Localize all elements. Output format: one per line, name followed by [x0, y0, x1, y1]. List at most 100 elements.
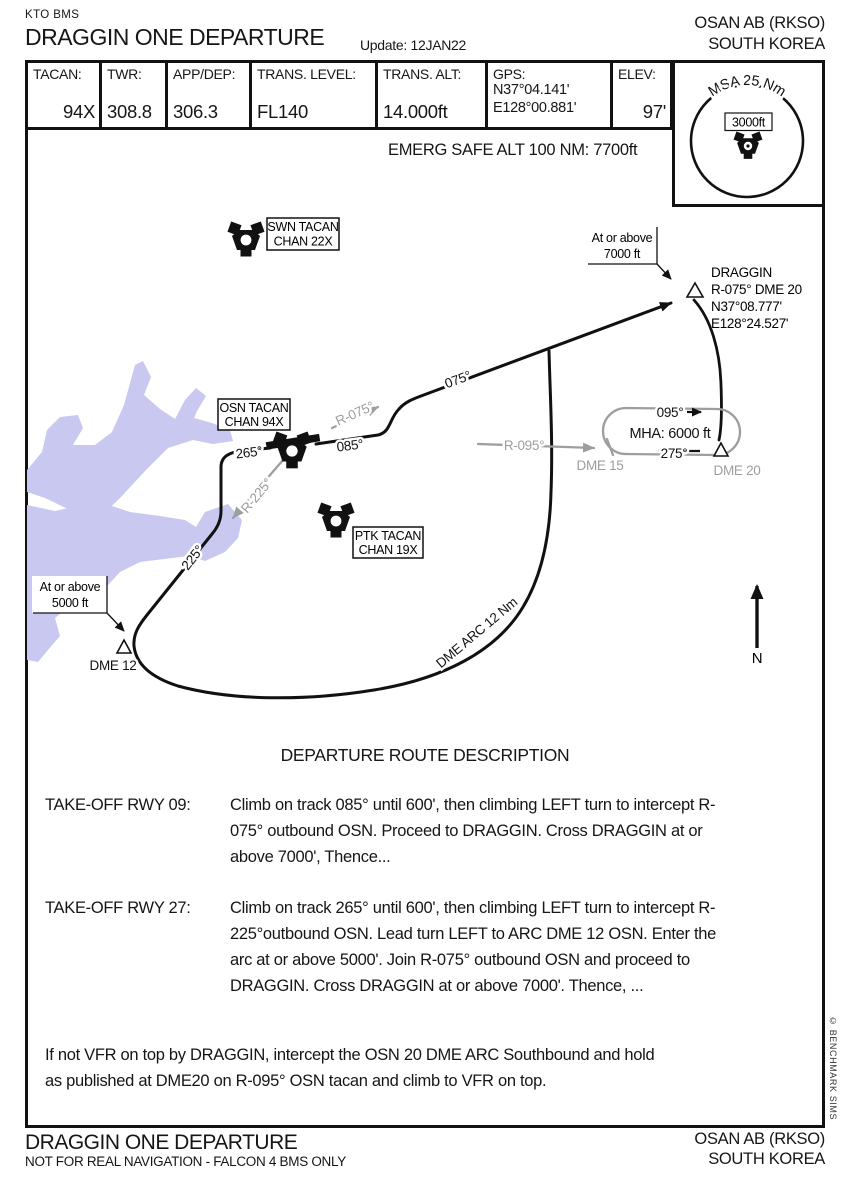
draggin-radial: R-075° DME 20: [711, 282, 802, 297]
callout-5000-l1: At or above: [40, 580, 101, 594]
gps-label: GPS:: [493, 66, 526, 82]
hold-095-label: 095°: [657, 405, 684, 420]
radial-r075-line: [330, 405, 380, 430]
dme15-label: DME 15: [577, 458, 624, 473]
airport-country: SOUTH KOREA: [708, 35, 825, 53]
radial-r075-label: R-075°: [333, 398, 376, 428]
callout-7000-arrow: [656, 263, 672, 280]
airport-name: OSAN AB (RKSO): [694, 14, 825, 32]
dme20-fix-triangle: [712, 441, 730, 457]
gps-lon: E128°00.881': [493, 99, 577, 116]
elev-label: ELEV:: [618, 66, 656, 82]
lake-lower: [27, 502, 242, 662]
msa-circle: [689, 83, 805, 199]
footer-airport-country: SOUTH KOREA: [708, 1150, 825, 1168]
trans-level-value: FL140: [257, 101, 308, 122]
mha-label: MHA: 6000 ft: [629, 426, 710, 442]
vfr-note: If not VFR on top by DRAGGIN, intercept …: [45, 1046, 655, 1090]
dme12-label: DME 12: [90, 658, 137, 673]
airport-header: OSAN AB (RKSO) SOUTH KOREA: [694, 13, 825, 55]
track-265-label: 265°: [235, 443, 263, 461]
track-075-label: 075°: [443, 368, 473, 391]
footer-airport-name: OSAN AB (RKSO): [694, 1130, 825, 1148]
tacan-cell: TACAN: 94X: [28, 63, 102, 127]
trans-level-label: TRANS. LEVEL:: [257, 66, 356, 82]
north-label: N: [752, 650, 763, 667]
radial-r225-line: [231, 458, 285, 520]
draggin-name: DRAGGIN: [711, 265, 772, 280]
swn-box: [266, 217, 340, 251]
callout-7000-box: [586, 227, 657, 264]
elev-value: 97': [642, 101, 667, 122]
twr-value: 308.8: [107, 101, 152, 122]
lake-upper: [27, 361, 233, 522]
frequency-table: TACAN: 94X TWR: 308.8 APP/DEP: 306.3 TRA…: [25, 60, 673, 130]
callout-7000-l1: At or above: [592, 231, 653, 245]
description-title: DEPARTURE ROUTE DESCRIPTION: [280, 745, 570, 765]
osn-chan: CHAN 94X: [225, 415, 285, 429]
radial-r095-line: [476, 442, 596, 453]
trans-alt-cell: TRANS. ALT: 14.000ft: [378, 63, 488, 127]
msa-box: MSA 25 Nm 3000ft: [672, 60, 825, 207]
swn-name: SWN TACAN: [267, 220, 338, 234]
dme-arc-label: DME ARC 12 Nm: [433, 594, 520, 671]
ptk-tacan-icon: [317, 502, 355, 538]
callout-5000-l2: 5000 ft: [52, 596, 89, 610]
ptk-chan: CHAN 19X: [359, 543, 419, 557]
footer-title: DRAGGIN ONE DEPARTURE: [25, 1131, 298, 1154]
msa-diagram: MSA 25 Nm 3000ft: [689, 70, 805, 199]
osn-tacan-icon: [272, 431, 312, 469]
ptk-name: PTK TACAN: [355, 529, 422, 543]
radial-r225-label: R-225°: [238, 475, 275, 516]
dme15-tick: [605, 437, 615, 457]
msa-alt-box: [724, 112, 773, 132]
draggin-fix-triangle: [685, 281, 705, 298]
procedure-chart: At or above 7000 ft At or above 5000 ft …: [27, 217, 802, 700]
rwy09-label: TAKE-OFF RWY 09:: [45, 796, 191, 814]
tacan-value: 94X: [62, 101, 95, 122]
dme20-label: DME 20: [714, 463, 761, 478]
trans-alt-value: 14.000ft: [383, 101, 448, 122]
rwy09-text: Climb on track 085° until 600', then cli…: [230, 796, 716, 866]
appdep-cell: APP/DEP: 306.3: [168, 63, 252, 127]
twr-label: TWR:: [107, 66, 142, 82]
page-title: DRAGGIN ONE DEPARTURE: [25, 24, 325, 50]
route-east: [314, 301, 673, 446]
footer-disclaimer: NOT FOR REAL NAVIGATION - FALCON 4 BMS O…: [25, 1154, 346, 1169]
radial-r095-label: R-095°: [504, 438, 544, 453]
tacan-label: TACAN:: [33, 66, 82, 82]
route-west-arc: [132, 349, 554, 700]
trans-level-cell: TRANS. LEVEL: FL140: [252, 63, 378, 127]
footer-airport: OSAN AB (RKSO) SOUTH KOREA: [694, 1129, 825, 1169]
rwy09-description: TAKE-OFF RWY 09: Climb on track 085° unt…: [45, 792, 735, 870]
osn-name: OSN TACAN: [219, 401, 288, 415]
hold-275-label: 275°: [661, 446, 688, 461]
msa-altitude: 3000ft: [732, 116, 766, 130]
draggin-label: DRAGGIN R-075° DME 20 N37°08.777' E128°2…: [711, 265, 802, 331]
callout-5000-box: [32, 576, 107, 613]
gps-lat: N37°04.141': [493, 82, 570, 98]
dme12-fix-triangle: [115, 638, 133, 654]
twr-cell: TWR: 308.8: [102, 63, 168, 127]
brand-label: KTO BMS: [25, 9, 80, 21]
trans-alt-label: TRANS. ALT:: [383, 66, 462, 82]
callout-7000-l2: 7000 ft: [604, 247, 641, 261]
swn-chan: CHAN 22X: [274, 235, 334, 249]
route-draggin-hold: [692, 298, 723, 442]
swn-tacan-icon: [227, 221, 265, 257]
appdep-label: APP/DEP:: [173, 66, 236, 82]
copyright-vertical: © BENCHMARK SIMS: [828, 1016, 838, 1121]
update-date: Update: 12JAN22: [360, 37, 467, 53]
elev-cell: ELEV: 97': [613, 63, 670, 127]
appdep-value: 306.3: [173, 101, 218, 122]
osn-box: [217, 398, 291, 431]
draggin-lon: E128°24.527': [711, 316, 788, 331]
gps-cell: GPS: N37°04.141' E128°00.881': [488, 63, 613, 127]
rwy27-label: TAKE-OFF RWY 27:: [45, 899, 191, 917]
msa-ring-label: MSA 25 Nm: [706, 73, 789, 100]
draggin-lat: N37°08.777': [711, 299, 782, 314]
track-085-label: 085°: [336, 436, 364, 454]
rwy27-description: TAKE-OFF RWY 27: Climb on track 265° unt…: [45, 895, 735, 999]
emerg-safe-alt: EMERG SAFE ALT 100 NM: 7700ft: [388, 141, 638, 159]
